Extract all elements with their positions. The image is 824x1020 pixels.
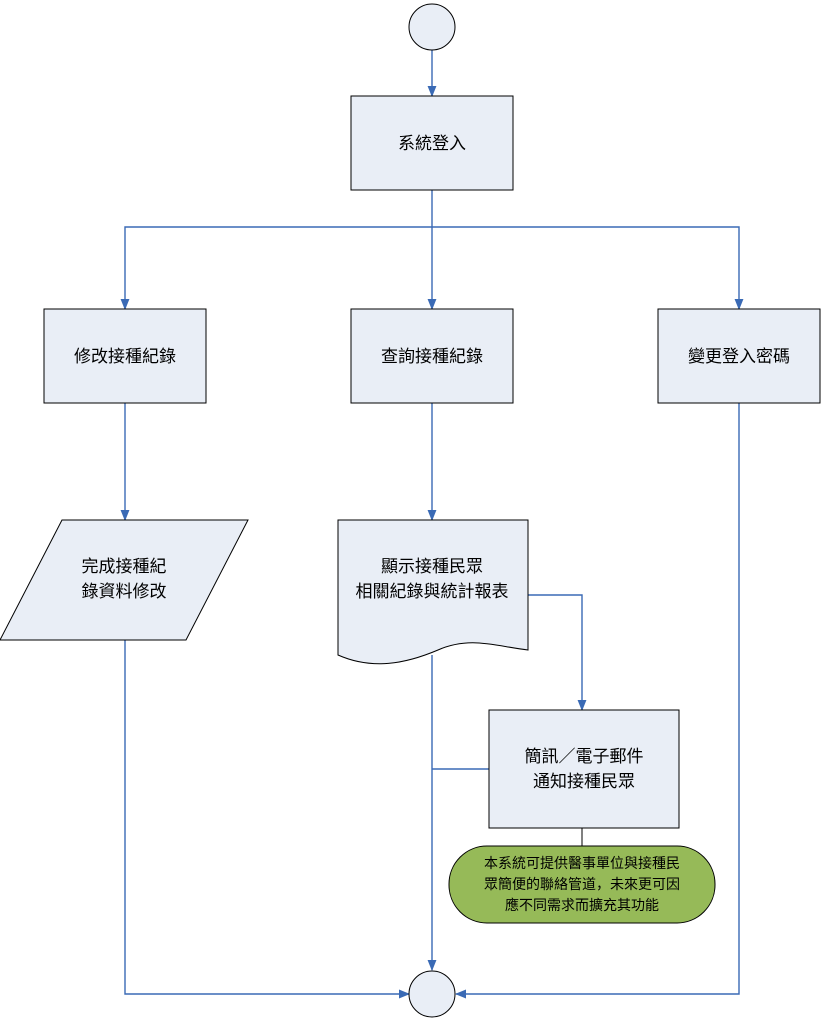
report-line-2: 相關紀錄與統計報表 bbox=[356, 582, 509, 602]
note-line-3: 應不同需求而擴充其功能 bbox=[505, 897, 659, 914]
start-node bbox=[408, 3, 456, 51]
note-line-2: 眾簡便的聯絡管道，未來更可因 bbox=[484, 877, 680, 893]
end-node bbox=[408, 970, 456, 1018]
modify-record-label: 修改接種紀錄 bbox=[74, 347, 176, 367]
query-record-process: 查詢接種紀錄 bbox=[350, 308, 514, 404]
modify-done-io: 完成接種紀 錄資料修改 bbox=[0, 519, 249, 641]
login-label: 系統登入 bbox=[398, 134, 466, 154]
modify-done-line-2: 錄資料修改 bbox=[82, 582, 167, 602]
connectors bbox=[120, 50, 744, 999]
note-line-1: 本系統可提供醫事單位與接種民 bbox=[484, 855, 680, 872]
change-password-label: 變更登入密碼 bbox=[688, 347, 790, 367]
change-password-process: 變更登入密碼 bbox=[657, 308, 821, 404]
arrow-login-to-password bbox=[432, 226, 744, 311]
modify-record-process: 修改接種紀錄 bbox=[43, 308, 207, 404]
arrow-login-to-modify bbox=[120, 226, 432, 311]
notify-line-1: 簡訊／電子郵件 bbox=[525, 747, 644, 767]
arrow-password-to-end bbox=[454, 403, 740, 999]
arrow-done-to-end bbox=[124, 640, 411, 999]
notify-process: 簡訊／電子郵件 通知接種民眾 bbox=[488, 709, 680, 829]
note-callout: 本系統可提供醫事單位與接種民 眾簡便的聯絡管道，未來更可因 應不同需求而擴充其功… bbox=[448, 845, 716, 924]
query-record-label: 查詢接種紀錄 bbox=[381, 347, 483, 367]
modify-done-line-1: 完成接種紀 bbox=[82, 557, 167, 577]
report-document: 顯示接種民眾 相關紀錄與統計報表 bbox=[337, 519, 529, 665]
report-line-1: 顯示接種民眾 bbox=[381, 557, 483, 577]
arrow-report-to-notify bbox=[528, 594, 587, 712]
notify-line-2: 通知接種民眾 bbox=[533, 772, 635, 792]
login-process: 系統登入 bbox=[350, 95, 514, 191]
